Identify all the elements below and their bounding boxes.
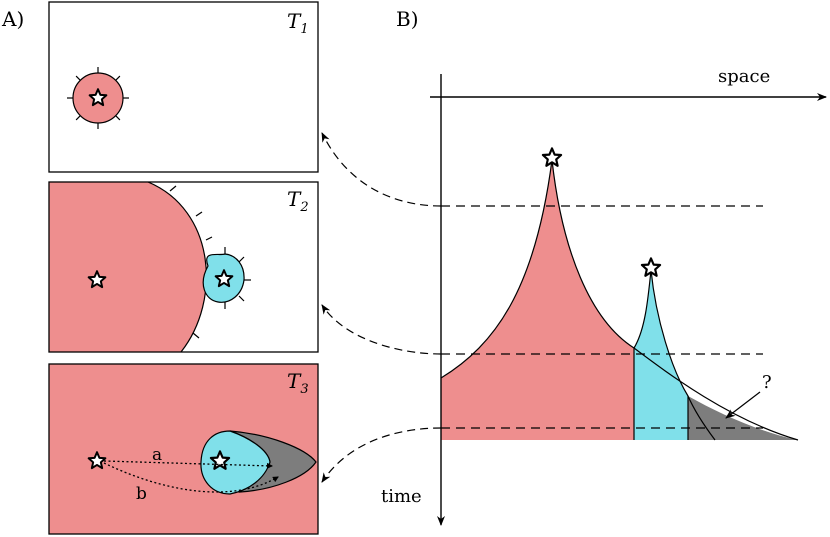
frame-t3: a b T3 (48, 363, 319, 535)
cyan-cone-edge (633, 269, 716, 441)
question-pointer (725, 391, 761, 419)
frame-t1-title: T1 (287, 9, 309, 37)
path-b-label: b (136, 484, 147, 504)
frame-t2: T2 (48, 181, 319, 353)
path-a-arrow (103, 460, 273, 469)
cyan-cone (634, 270, 688, 440)
cyan-region (200, 430, 271, 495)
frame-t2-title: T2 (287, 187, 309, 215)
time-axis-label: time (381, 486, 422, 507)
star-icon (640, 257, 662, 277)
connector-arrows (321, 132, 442, 483)
red-region (49, 182, 207, 352)
path-b-arrow (103, 462, 279, 493)
frame-t3-title: T3 (287, 369, 309, 397)
panel-a-label: A) (1, 7, 24, 31)
gray-region (688, 396, 798, 440)
star-icon (541, 147, 563, 167)
growth-ticks (169, 185, 251, 339)
time-slices (441, 205, 763, 429)
red-cone-edge (440, 159, 553, 379)
growth-ticks (67, 67, 129, 129)
path-a-label: a (152, 445, 162, 465)
space-axis-label: space (718, 66, 770, 87)
red-cone (441, 160, 634, 440)
question-mark: ? (762, 372, 772, 393)
panel-b-label: B) (396, 7, 419, 31)
frame-t1: T1 (48, 1, 319, 173)
